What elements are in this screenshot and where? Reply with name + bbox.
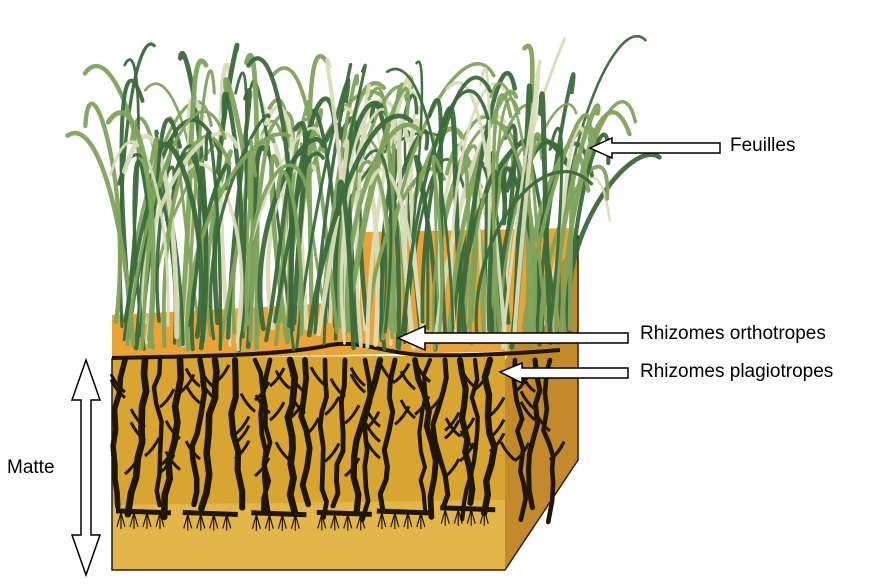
bottom-rhizome: [317, 512, 372, 514]
bottom-rhizome: [377, 511, 432, 513]
label-matte: Matte: [7, 458, 55, 477]
bottom-rhizome: [251, 513, 306, 515]
leaf-canopy: [68, 36, 660, 350]
bottom-rhizome: [116, 511, 171, 513]
bottom-rhizome: [183, 512, 238, 514]
bottom-rhizome: [440, 508, 495, 510]
arrow-matte: [72, 360, 100, 575]
label-rhizomes-plagiotropes: Rhizomes plagiotropes: [640, 362, 833, 381]
label-rhizomes-orthotropes: Rhizomes orthotropes: [640, 324, 826, 343]
label-feuilles: Feuilles: [730, 136, 795, 155]
